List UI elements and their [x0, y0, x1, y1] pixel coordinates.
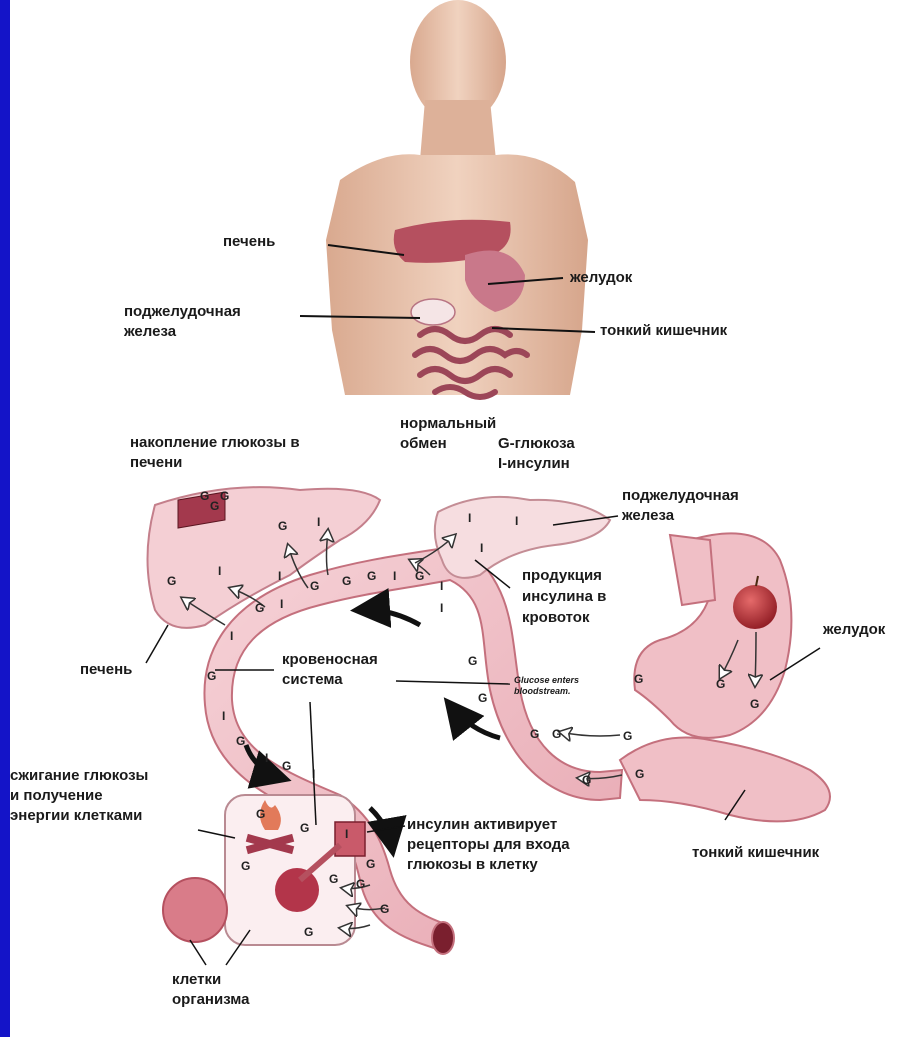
apple-icon: [733, 585, 777, 629]
glucose-marker: G: [256, 807, 265, 821]
glucose-marker: G: [241, 859, 250, 873]
insulin-marker: I: [265, 751, 268, 765]
glucose-marker: G: [530, 727, 539, 741]
insulin-marker: I: [440, 601, 443, 615]
label-legend: G-глюкоза I-инсулин: [498, 434, 575, 474]
label-stomach-top: желудок: [570, 268, 632, 288]
glucose-marker: G: [342, 574, 351, 588]
glucose-marker: G: [220, 489, 229, 503]
insulin-marker: I: [468, 511, 471, 525]
label-body-cells: клетки организма: [172, 970, 250, 1010]
insulin-marker: I: [222, 709, 225, 723]
insulin-marker: I: [230, 629, 233, 643]
glucose-marker: G: [329, 872, 338, 886]
glucose-marker: G: [415, 569, 424, 583]
glucose-marker: G: [167, 574, 176, 588]
label-glucose-enters: Glucose enters bloodstream.: [514, 675, 579, 697]
label-pancreas-top: поджелудочная железа: [124, 302, 241, 342]
insulin-marker: I: [317, 515, 320, 529]
insulin-marker: I: [278, 569, 281, 583]
insulin-marker: I: [218, 564, 221, 578]
label-small-intestine-bottom: тонкий кишечник: [692, 843, 819, 863]
pancreas-organ-top: [411, 299, 455, 325]
cell-nucleus-left: [163, 878, 227, 942]
glucose-marker: G: [356, 877, 365, 891]
insulin-marker: I: [515, 514, 518, 528]
glucose-marker: G: [552, 727, 561, 741]
label-liver-bottom: печень: [80, 660, 132, 680]
esophagus-shape: [670, 535, 715, 605]
label-circulatory-system: кровеносная система: [282, 650, 378, 690]
insulin-marker: I: [480, 541, 483, 555]
cell-nucleus: [275, 868, 319, 912]
glucose-marker: G: [380, 902, 389, 916]
small-intestine-organ-bottom: [620, 738, 830, 822]
glucose-marker: G: [236, 734, 245, 748]
glucose-marker: G: [300, 821, 309, 835]
glucose-marker: G: [200, 489, 209, 503]
glucose-marker: G: [304, 925, 313, 939]
label-pancreas-bottom: поджелудочная железа: [622, 486, 739, 526]
glucose-marker: G: [635, 767, 644, 781]
vessel-opening: [432, 922, 454, 954]
glucose-marker: G: [468, 654, 477, 668]
label-small-intestine-top: тонкий кишечник: [600, 321, 727, 341]
glucose-marker: G: [367, 569, 376, 583]
insulin-marker: I: [280, 597, 283, 611]
glucose-marker: G: [478, 691, 487, 705]
neck-shape: [420, 100, 496, 160]
insulin-marker: I: [345, 827, 348, 841]
glucose-marker: G: [210, 499, 219, 513]
slide: G G G G I G I I G I G I G G G I G I I I …: [10, 0, 911, 1037]
glucose-marker: G: [282, 759, 291, 773]
glucose-marker: G: [750, 697, 759, 711]
glucose-marker: G: [207, 669, 216, 683]
label-normal-metabolism: нормальный обмен: [400, 414, 496, 454]
glucose-marker: G: [255, 601, 264, 615]
label-stomach-bottom: желудок: [823, 620, 885, 640]
label-glucose-storage: накопление глюкозы в печени: [130, 433, 300, 473]
glucose-marker: G: [366, 857, 375, 871]
label-liver-top: печень: [223, 232, 275, 252]
diagram-canvas: G G G G I G I I G I G I G G G I G I I I …: [10, 0, 911, 1037]
label-insulin-production: продукция инсулина в кровоток: [522, 565, 606, 628]
glucose-marker: G: [310, 579, 319, 593]
label-glucose-burning: сжигание глюкозы и получение энергии кле…: [10, 766, 148, 826]
glucose-marker: G: [623, 729, 632, 743]
label-insulin-activates: инсулин активирует рецепторы для входа г…: [407, 815, 570, 875]
insulin-marker: I: [440, 579, 443, 593]
glucose-marker: G: [716, 677, 725, 691]
insulin-marker: I: [393, 569, 396, 583]
human-torso-illustration: [300, 0, 595, 397]
insulin-receptor: [335, 822, 365, 856]
glucose-marker: G: [278, 519, 287, 533]
glucose-marker: G: [634, 672, 643, 686]
glucose-marker: G: [582, 773, 591, 787]
